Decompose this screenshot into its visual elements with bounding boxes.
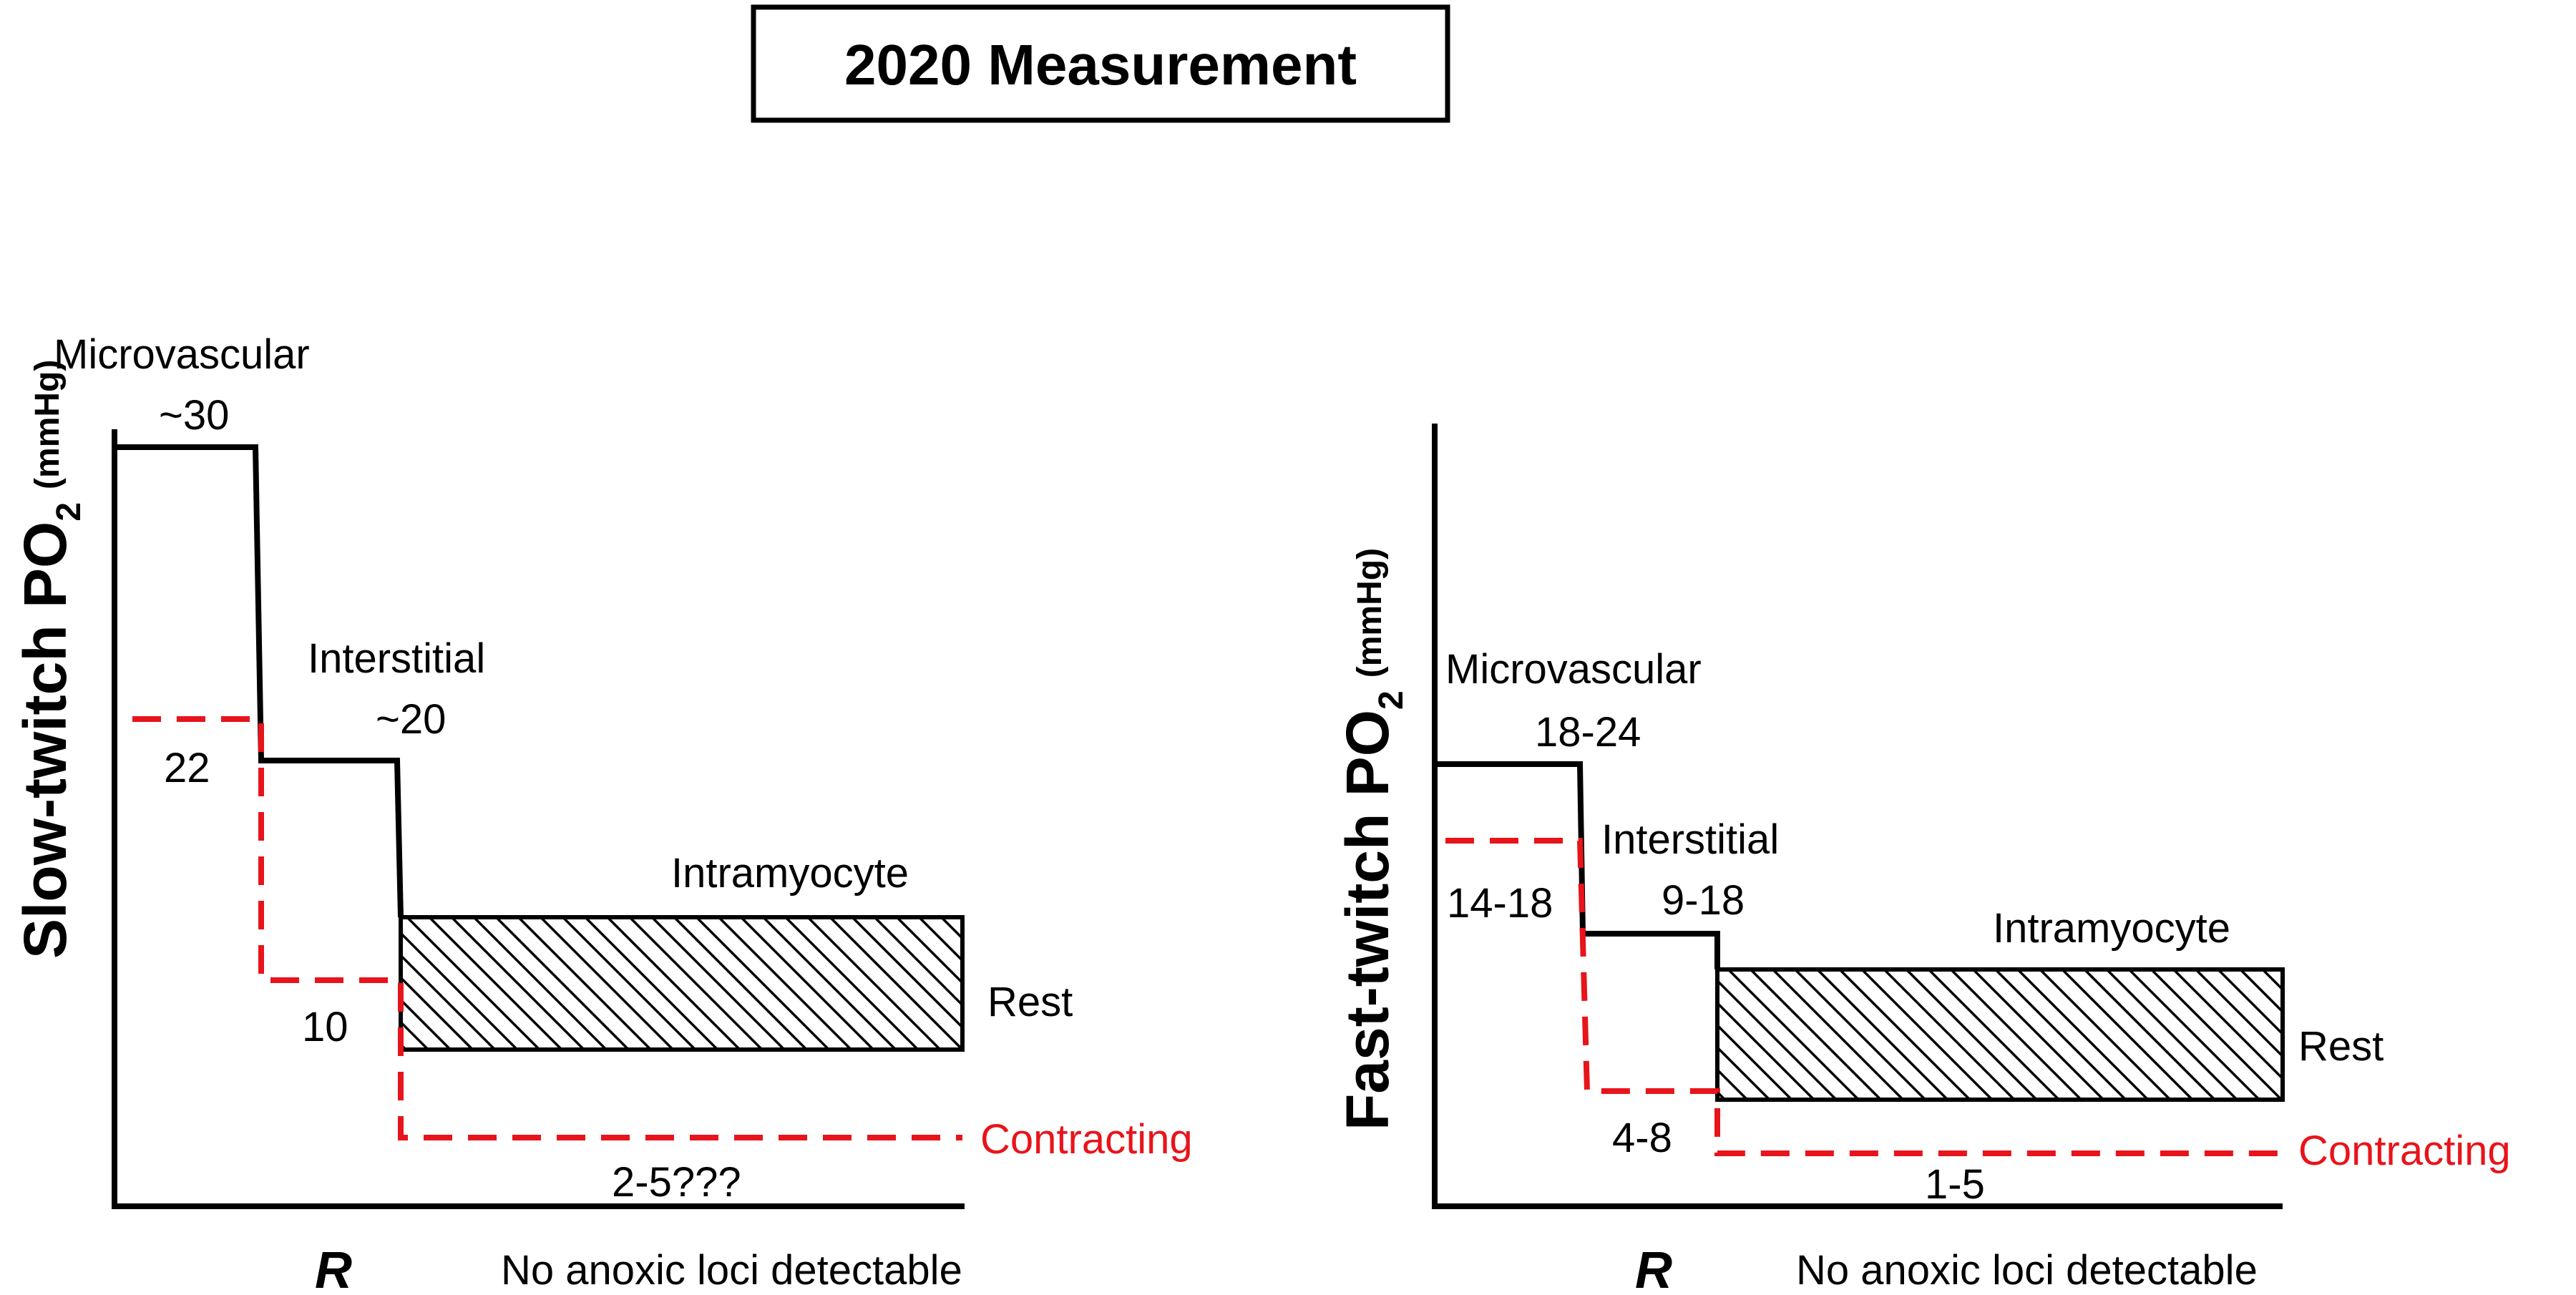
slow-interstitial-contracting-value: 10: [302, 1004, 348, 1050]
fast-twitch-panel: Fast-twitch PO2(mmHg) Microvascular 18-2…: [1334, 424, 2511, 1295]
slow-intramyocyte-contracting-value: 2-5???: [612, 1159, 741, 1206]
slow-interstitial-label: Interstitial: [308, 635, 485, 682]
title: 2020 Measurement: [844, 33, 1357, 97]
fast-intramyocyte-contracting-value: 1-5: [1925, 1161, 1985, 1208]
fast-interstitial-label: Interstitial: [1601, 816, 1779, 863]
slow-x-axis-symbol: R: [315, 1242, 352, 1295]
slow-interstitial-value: ~20: [376, 696, 446, 743]
fast-contracting-label: Contracting: [2298, 1128, 2511, 1174]
fast-axes: [1432, 424, 2283, 1209]
fast-x-axis-symbol: R: [1635, 1242, 1672, 1295]
fast-interstitial-value: 9-18: [1662, 877, 1745, 924]
slow-rest-profile: [114, 444, 404, 918]
slow-axes: [112, 429, 965, 1209]
slow-microvascular-value: ~30: [159, 392, 229, 439]
slow-contracting-profile: [132, 716, 962, 1140]
fast-intramyocyte-label: Intramyocyte: [1993, 905, 2230, 952]
fast-intramyocyte-rest-band: [1715, 967, 2285, 1102]
slow-intramyocyte-label: Intramyocyte: [671, 850, 909, 896]
slow-microvascular-contracting-value: 22: [164, 745, 210, 791]
fast-y-axis-label: Fast-twitch PO2(mmHg): [1334, 548, 1410, 1130]
fast-microvascular-label: Microvascular: [1445, 646, 1702, 693]
fast-contracting-profile: [1445, 838, 2283, 1156]
slow-twitch-panel: Slow-twitch PO2(mmHg) Microvascular ~30 …: [11, 331, 1193, 1295]
slow-anoxic-note: No anoxic loci detectable: [501, 1247, 962, 1294]
fast-rest-profile: [1435, 761, 1720, 969]
title-box: [751, 4, 1450, 123]
fast-microvascular-contracting-value: 14-18: [1447, 880, 1553, 927]
slow-rest-label: Rest: [987, 979, 1073, 1025]
fast-interstitial-contracting-value: 4-8: [1612, 1115, 1672, 1161]
slow-contracting-label: Contracting: [980, 1116, 1193, 1163]
fast-rest-label: Rest: [2298, 1023, 2384, 1070]
fast-anoxic-note: No anoxic loci detectable: [1796, 1247, 2258, 1294]
fast-microvascular-value: 18-24: [1535, 709, 1641, 756]
slow-y-axis-label: Slow-twitch PO2(mmHg): [11, 360, 88, 959]
slow-intramyocyte-rest-band: [399, 915, 965, 1052]
slow-microvascular-label: Microvascular: [54, 331, 310, 378]
